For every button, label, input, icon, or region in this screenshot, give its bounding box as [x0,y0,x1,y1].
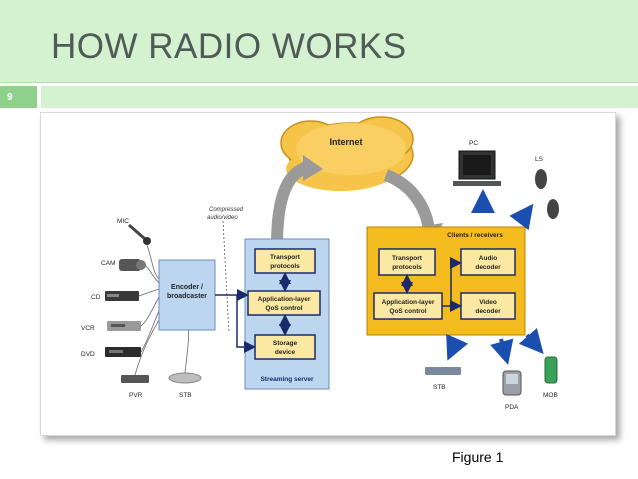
camera-icon [119,259,146,271]
figure-frame: Internet Compressed audio/video MIC CAM … [40,112,616,436]
internet-label: Internet [329,137,362,147]
encoder-box [158,259,216,331]
server-qos-label-1: Application-layer [258,296,311,303]
audio-decoder-label-2: decoder [475,264,501,271]
video-decoder-label-2: decoder [475,308,501,315]
source-mic: MIC [117,218,129,225]
encoder-label-2: broadcaster [167,293,207,300]
server-storage-label-1: Storage [273,340,298,347]
stb-device-icon [425,367,461,375]
video-decoder-label-1: Video [479,299,497,306]
client-transport-label-2: protocols [392,264,422,271]
server-transport-box [254,248,316,274]
client-transport-label-1: Transport [392,255,423,262]
download-arrow [383,169,435,232]
dvd-player-icon [105,347,141,357]
compressed-label-1: Compressed [209,207,244,213]
audio-decoder-box [460,248,516,276]
source-vcr: VCR [81,325,95,332]
client-qos-label-2: QoS control [389,308,426,315]
client-qos-box [373,292,443,320]
server-transport-label-1: Transport [270,254,301,261]
mobile-phone-icon [544,356,558,384]
cd-player-icon [105,291,139,301]
audio-decoder-label-1: Audio [479,255,497,262]
server-qos-box [247,290,321,316]
decorative-band [41,86,638,108]
server-transport-label-2: protocols [270,263,300,270]
source-dvd: DVD [81,351,95,358]
source-cd: CD [91,294,101,301]
client-transport-box [378,248,436,276]
loudspeaker-icon [535,169,559,219]
vcr-icon [107,321,141,331]
clients-title: Clients / receivers [447,232,503,239]
pc-icon [453,150,501,186]
device-ls: LS [535,156,544,163]
device-pda: PDA [505,404,519,411]
figure-caption: Figure 1 [452,449,504,465]
radio-diagram: Internet Compressed audio/video MIC CAM … [81,116,559,411]
title-bar [0,0,638,83]
device-pc: PC [469,140,478,147]
slide-number: 9 [0,86,37,108]
encoder-label-1: Encoder / [171,284,203,291]
source-pvr: PVR [129,392,143,399]
server-storage-label-2: device [275,349,296,356]
stb-source-icon [168,372,202,384]
source-stb: STB [179,392,192,399]
server-qos-label-2: QoS control [265,305,302,312]
source-cam: CAM [101,260,115,267]
internet-cloud [280,116,414,191]
pda-icon [502,370,522,396]
slide-title: HOW RADIO WORKS [51,27,407,66]
device-mob: MOB [543,392,558,399]
video-decoder-box [460,292,516,320]
pvr-icon [121,375,149,383]
streaming-server-title: Streaming server [260,376,314,383]
device-stb: STB [433,384,446,391]
compressed-label-2: audio/video [207,215,238,221]
mic-icon [128,223,151,245]
client-qos-label-1: Application-layer [382,299,435,306]
